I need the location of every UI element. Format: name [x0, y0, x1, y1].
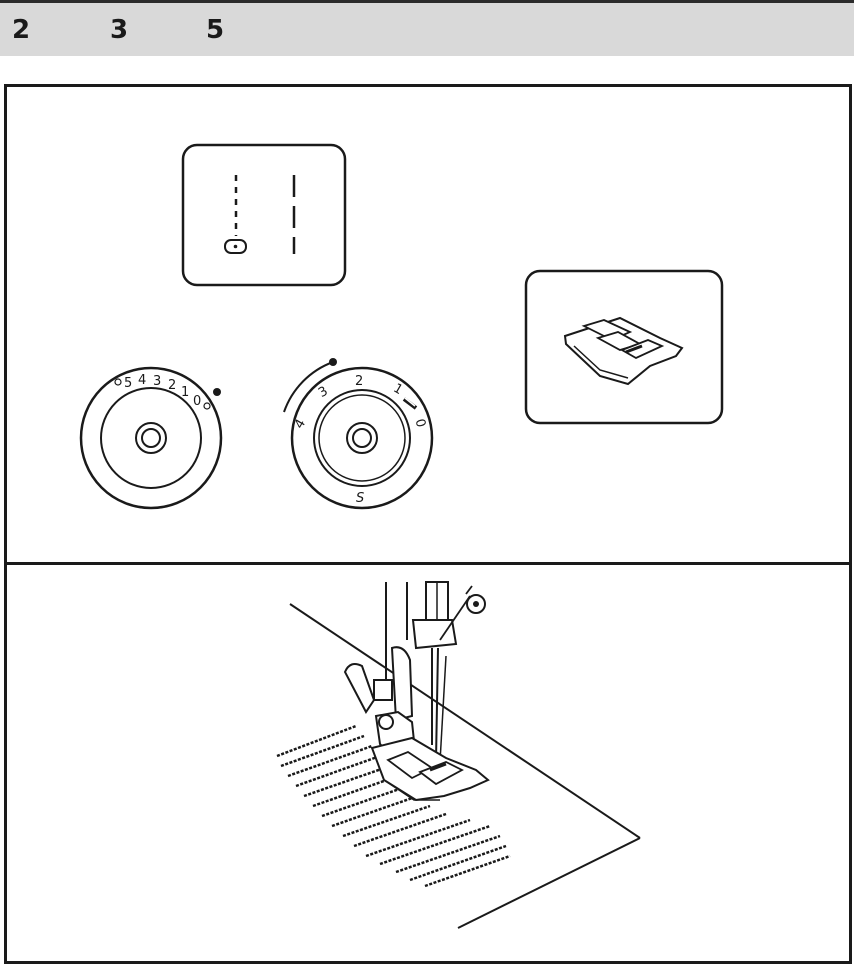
header-number-3: 3: [110, 15, 129, 45]
stitch-length-dial: 4 3 2 1 0 S: [283, 358, 434, 510]
length-label-2: 2: [355, 374, 363, 389]
straight-stitch-icon: [181, 143, 347, 287]
width-label-3: 3: [153, 374, 161, 389]
width-label-2: 2: [168, 378, 176, 393]
panel-divider: [4, 562, 852, 565]
width-label-1: 1: [181, 385, 189, 400]
sewing-machine-needle-icon: [276, 581, 641, 929]
width-label-4: 4: [138, 373, 146, 388]
zigzag-presser-foot-icon: [524, 269, 724, 425]
width-label-5: 5: [124, 376, 132, 391]
header-band: 2 3 5: [0, 0, 854, 56]
width-label-0: 0: [193, 394, 201, 409]
length-label-s: S: [356, 491, 364, 506]
length-label-0: 0: [411, 417, 428, 429]
header-number-2: 2: [12, 15, 31, 45]
header-number-5: 5: [206, 15, 225, 45]
stitch-width-dial: 5 4 3 2 1 0: [79, 366, 223, 510]
